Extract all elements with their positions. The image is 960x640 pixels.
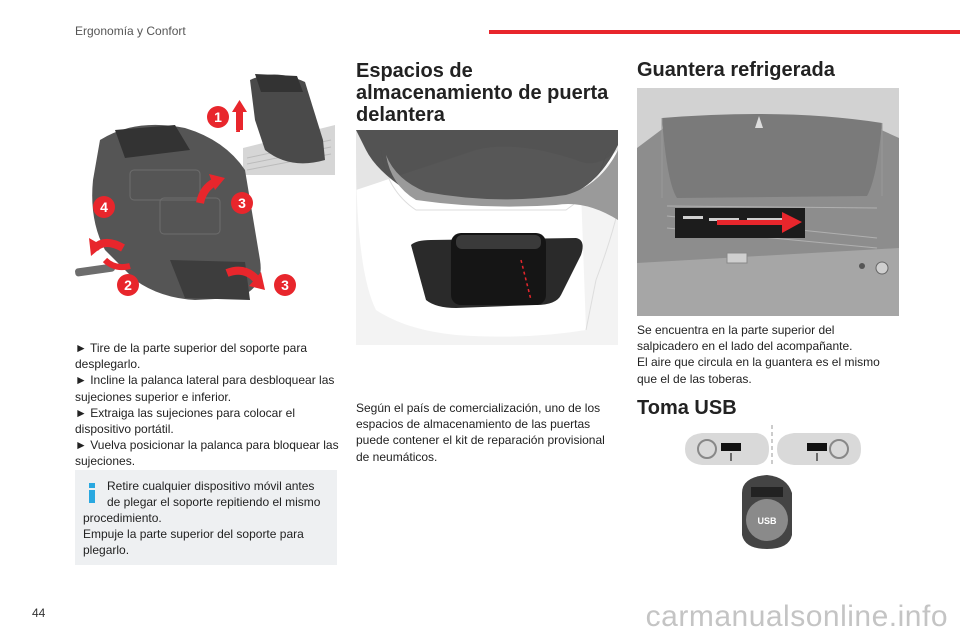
callout-2: 2 (117, 274, 139, 296)
holder-inset-body (250, 74, 325, 164)
header-section-title: Ergonomía y Confort (75, 24, 186, 38)
info-line-3: procedimiento. (83, 511, 162, 525)
usb-label: USB (757, 516, 777, 526)
door-shading (386, 150, 618, 220)
glovebox-floor (637, 248, 899, 316)
glovebox-knob (875, 261, 889, 275)
glovebox-cavity (662, 114, 882, 198)
glovebox-hook (755, 116, 763, 128)
callout-4: 4 (93, 196, 115, 218)
step-3: ► Extraiga las sujeciones para colocar e… (75, 405, 295, 437)
car-right-schematic (777, 433, 861, 465)
step-4: ► Vuelva posicionar la palanca para bloq… (75, 438, 339, 469)
callout-3b: 3 (274, 274, 296, 296)
door-storage-text: Según el país de comercialización, uno d… (356, 401, 605, 464)
pocket-dashed-line (520, 259, 532, 301)
svg-text:3: 3 (281, 277, 289, 293)
svg-text:4: 4 (100, 199, 108, 215)
info-line-2: de plegar el soporte repitiendo el mismo (107, 495, 321, 509)
usb-title: Toma USB (637, 397, 737, 419)
callout-3a: 3 (231, 192, 253, 214)
door-trim-top (356, 130, 618, 202)
svg-text:3: 3 (238, 195, 246, 211)
step-2: ► Incline la palanca lateral para desblo… (75, 373, 335, 404)
step-1: ► Tire de la parte superior del soporte … (75, 341, 308, 372)
door-storage-title: Espacios de almacenamiento de puerta del… (356, 60, 609, 126)
car-left-schematic (685, 433, 769, 465)
tyre-kit-case (451, 233, 546, 305)
svg-text:2: 2 (124, 277, 132, 293)
info-icon (87, 483, 97, 503)
door-panel (356, 150, 618, 345)
svg-text:1: 1 (214, 109, 222, 125)
holder-main-top-clamp (115, 125, 190, 158)
page-number: 44 (32, 606, 46, 620)
arrow-2 (102, 257, 131, 271)
callout-1: 1 (207, 106, 229, 128)
info-line-4: Empuje la parte superior del soporte par… (83, 527, 304, 541)
usb-figure: USB (685, 425, 861, 549)
info-line-5: plegarlo. (83, 543, 130, 557)
airflow-arrow-shaft (717, 220, 787, 225)
phone-holder-figure: 1 2 3 3 4 (75, 70, 335, 300)
arrow-up-inset (236, 110, 243, 130)
glovebox-figure (637, 88, 899, 316)
holder-inset-top (255, 74, 303, 92)
glovebox-title: Guantera refrigerada (637, 59, 835, 81)
info-box: Retire cualquier dispositivo móvil antes… (75, 470, 337, 565)
header-accent-bar (489, 30, 960, 34)
usb-socket-icon: USB (742, 475, 792, 549)
info-line-1: Retire cualquier dispositivo móvil antes (107, 479, 315, 493)
glovebox-lid (637, 88, 899, 148)
holder-main-body (92, 124, 261, 300)
holder-instructions: ► Tire de la parte superior del soporte … (75, 340, 340, 470)
glovebox-button (726, 252, 748, 264)
side-lever (75, 263, 115, 277)
airflow-arrow-head (782, 212, 802, 233)
watermark: carmanualsonline.info (645, 600, 948, 633)
glovebox-text: Se encuentra en la parte superior del sa… (637, 323, 880, 386)
door-storage-figure (356, 130, 618, 345)
arrow-3b (225, 266, 261, 283)
